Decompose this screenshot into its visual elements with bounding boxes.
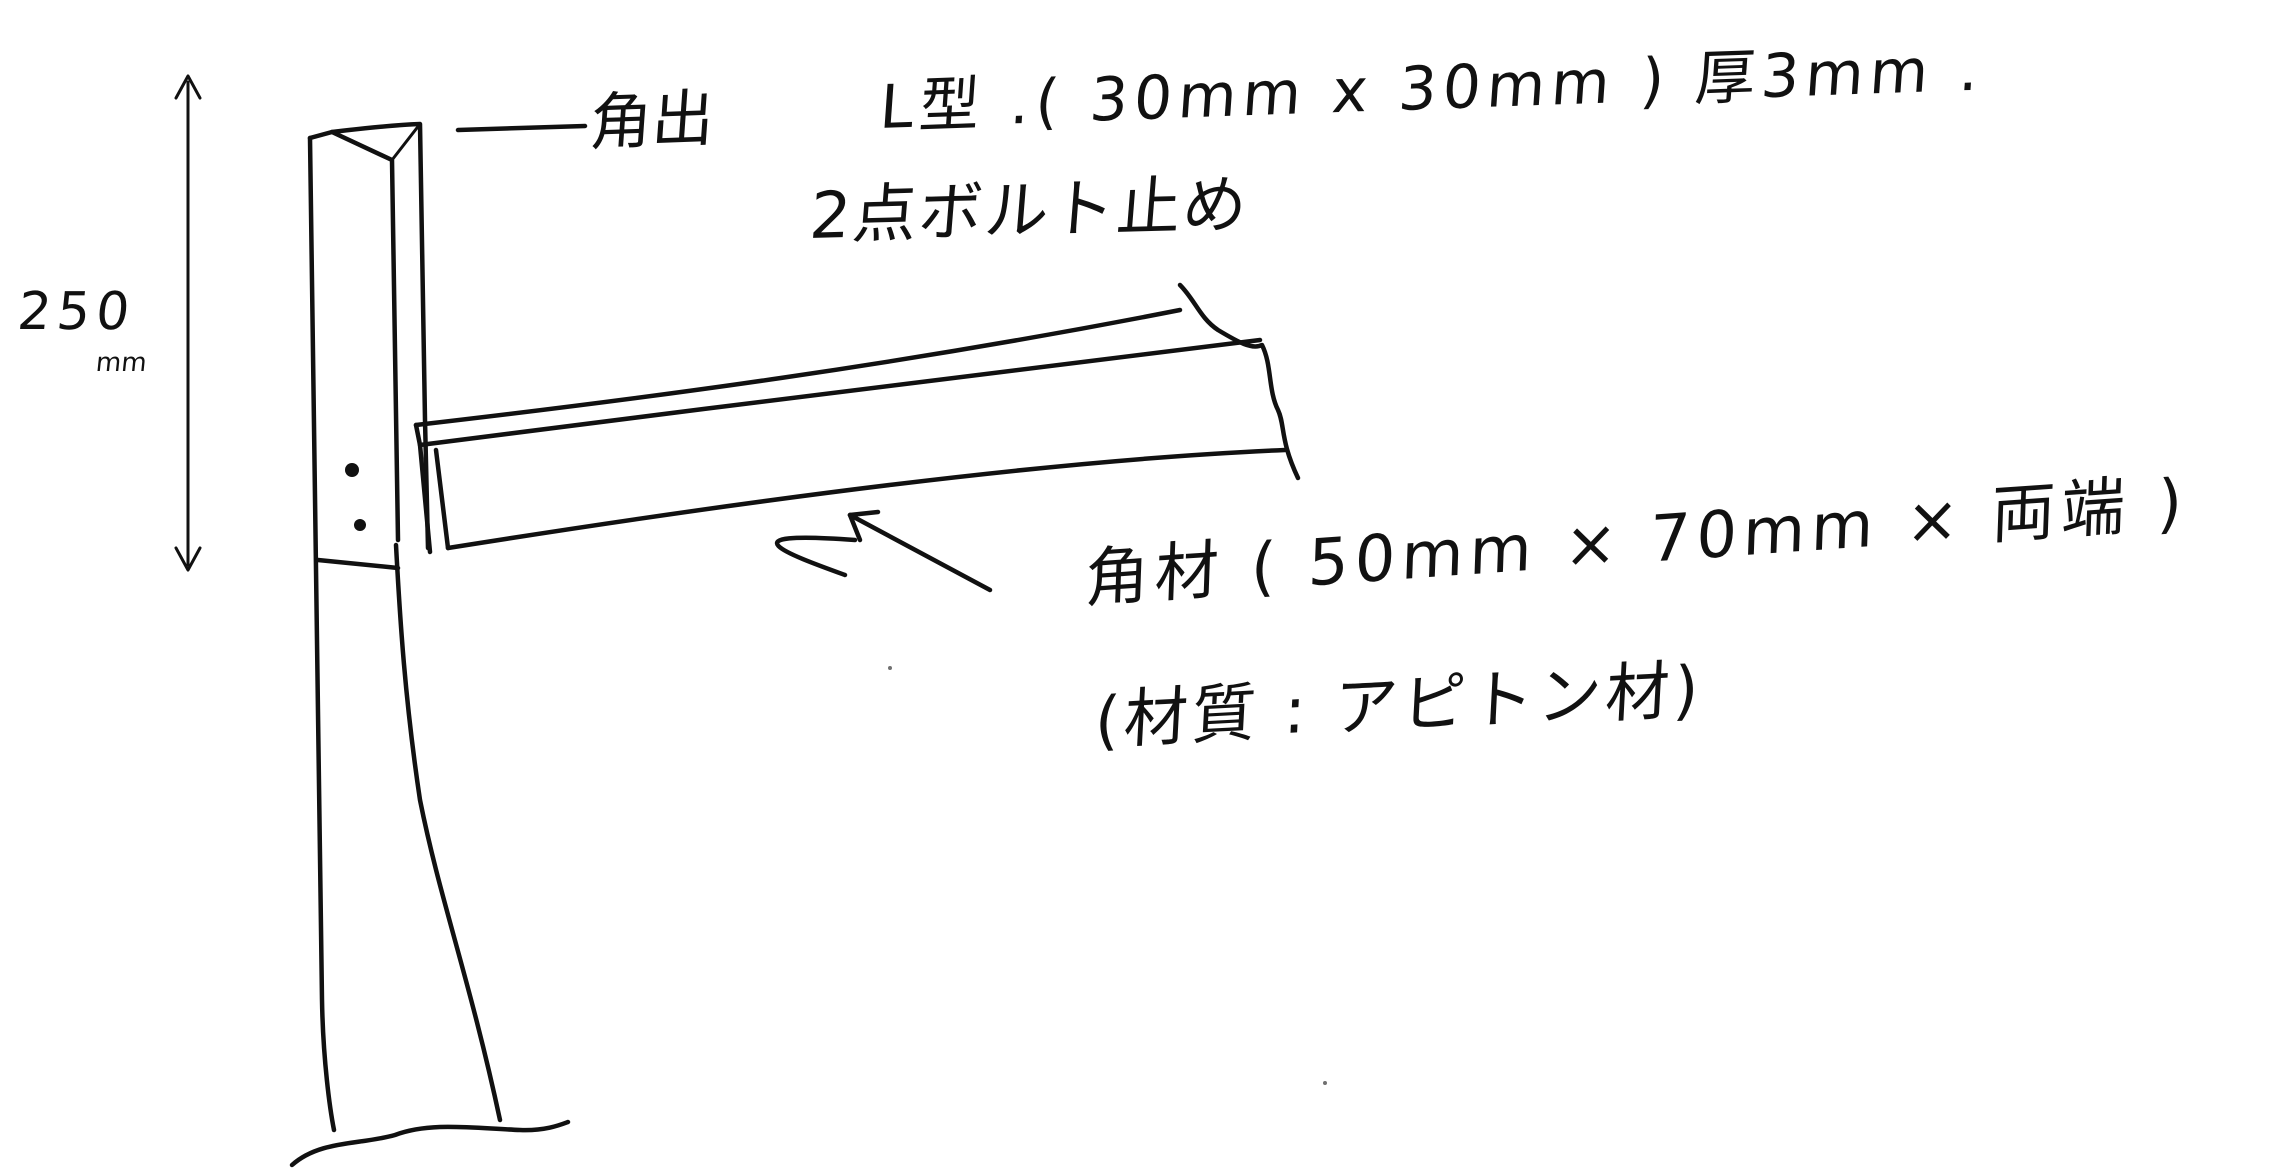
dimension-line [174,74,202,572]
timber-beam [413,282,1301,555]
dimension-value-label: 250 [14,282,139,342]
bolt-hole-top [345,463,359,477]
post [289,135,571,1168]
angle-bracket [307,121,431,571]
lumber-leader-arrow [774,509,993,593]
angle-leader-line [455,123,588,133]
dimension-unit-label: mm [94,348,149,378]
bolt-note-label: 2点ボルト止め [807,168,1252,255]
angle-label: 角出 [587,81,717,160]
bolt-hole-bottom [354,519,366,531]
